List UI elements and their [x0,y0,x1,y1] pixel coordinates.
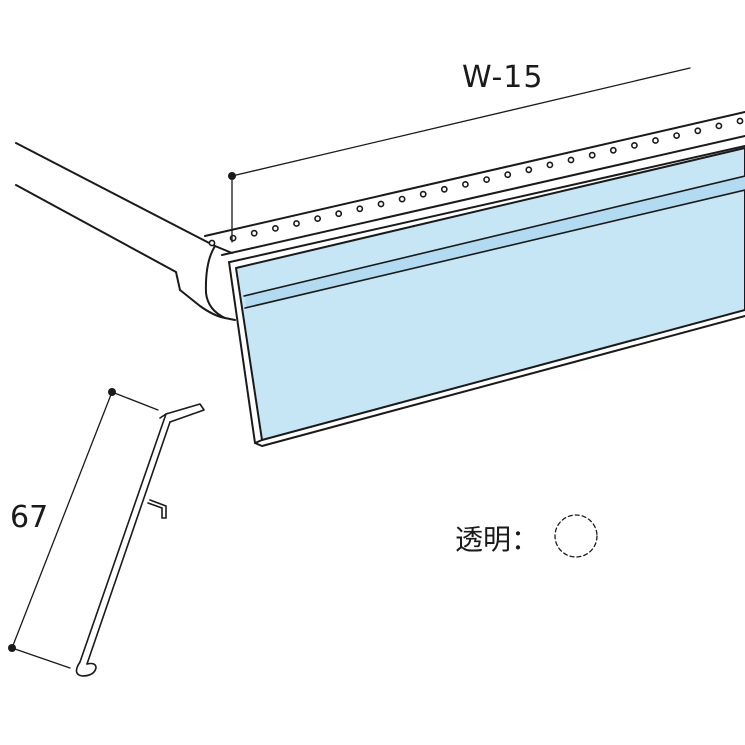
profile-clip-tab [147,499,167,519]
width-dimension-dot [228,172,236,180]
perforation-hole [483,176,490,183]
label-panel-rail-stripe [245,176,745,308]
label-panel [228,147,745,447]
perforation-hole [694,127,702,135]
perforation-hole [293,220,300,227]
width-dimension [228,67,691,243]
strip-top-edge-inner [221,135,745,256]
label-panel-rail-line-lower [244,189,745,309]
perforation-hole [504,171,512,179]
perforation-holes [208,117,744,247]
perforation-hole [631,141,638,149]
width-dimension-label: W-15 [462,60,544,95]
perforation-hole [673,132,680,139]
shelf-board [15,142,236,321]
profile-stem-front [79,413,167,663]
height-extension-bottom [11,647,71,669]
perforation-hole [271,224,279,232]
strip-top-band [204,111,745,263]
perforation-hole [314,215,321,222]
height-dimension-label: 67 [10,500,49,535]
perforation-hole [398,195,406,203]
perforation-hole [419,190,427,198]
perforation-hole [461,180,469,188]
perforation-hole [377,200,385,208]
profile-stem-back [86,421,171,665]
transparent-legend-label: 透明： [455,523,540,556]
perforation-hole [208,239,216,247]
perforation-hole [588,151,596,159]
strip-top-edge [204,111,745,237]
strip-front-top-edge [229,145,745,263]
perforation-hole [356,205,364,213]
perforation-hole [525,166,533,174]
height-extension-top [111,391,159,411]
perforation-hole [546,161,554,169]
perforation-hole [229,234,237,242]
height-dimension-dot-bottom [8,644,16,652]
perforation-hole [609,146,617,154]
profile-bottom-curl [75,661,97,677]
shelf-board-top-edge [15,142,233,254]
cross-section-profile [75,403,205,677]
height-dimension-dot-top [108,388,116,396]
label-panel-rail-line-upper [243,175,745,297]
label-panel-face [235,147,745,441]
perforation-hole [567,156,575,164]
perforation-hole [250,229,258,237]
height-dimension [8,388,159,669]
shelf-board-front-face [204,245,236,321]
perforation-hole [715,122,723,130]
height-dimension-line [11,391,113,649]
width-dimension-line [231,67,691,177]
shelf-board-underside [15,184,226,319]
perforation-hole [736,117,744,125]
profile-hook-outer [159,403,205,423]
perforation-hole [335,210,343,218]
label-panel-bottom-lip [254,315,745,447]
perforation-hole [440,185,448,193]
perforation-hole [652,137,659,144]
transparent-swatch-icon [554,514,598,558]
